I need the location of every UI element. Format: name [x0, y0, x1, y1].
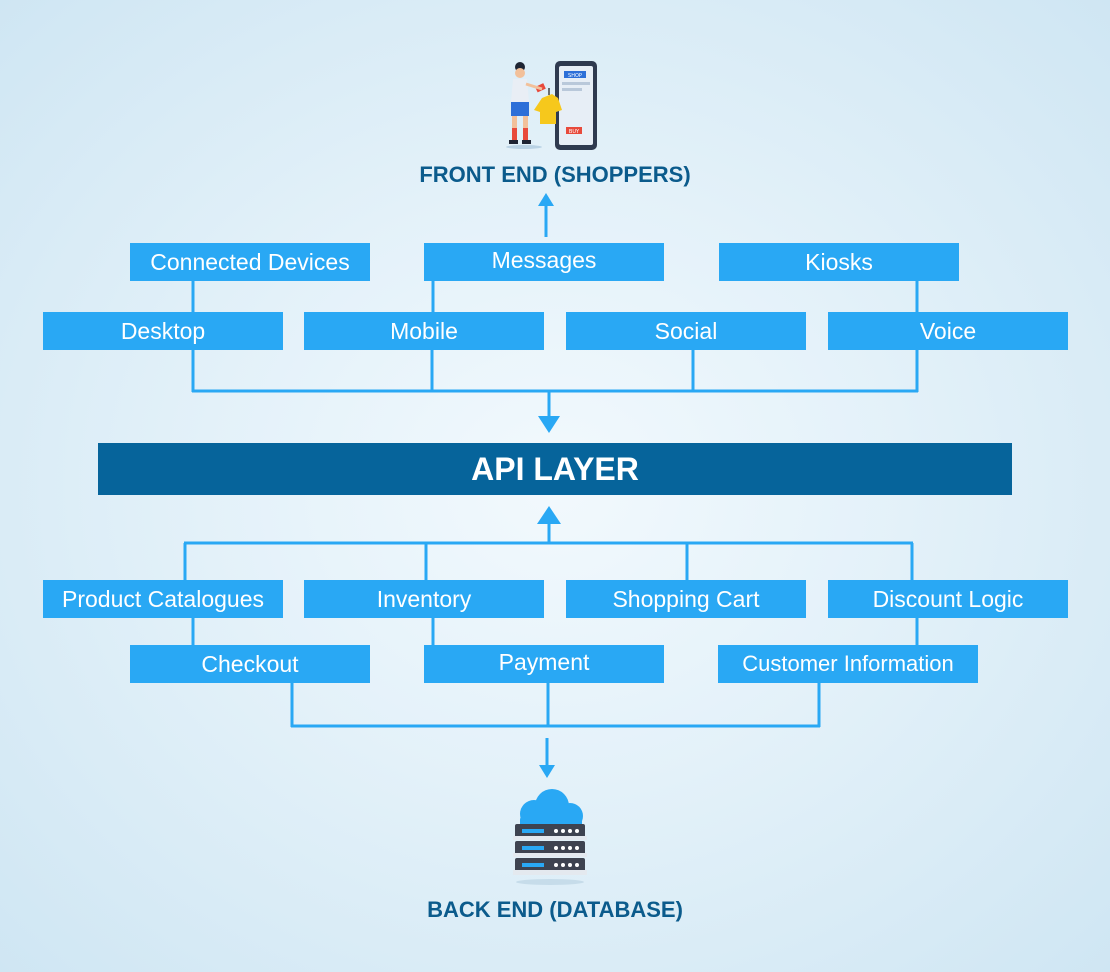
service-payment: Payment	[424, 645, 664, 683]
channel-voice: Voice	[828, 312, 1068, 350]
channel-connected-devices: Connected Devices	[130, 243, 370, 281]
service-customer-information: Customer Information	[718, 645, 978, 683]
channel-social: Social	[566, 312, 806, 350]
service-checkout: Checkout	[130, 645, 370, 683]
service-inventory: Inventory	[304, 580, 544, 618]
service-discount-logic: Discount Logic	[828, 580, 1068, 618]
channel-kiosks: Kiosks	[719, 243, 959, 281]
shopper-with-phone-illustration: SHOP BUY	[506, 61, 597, 150]
back-end-title: BACK END (DATABASE)	[427, 897, 683, 922]
cloud-database-server-icon	[513, 789, 587, 885]
channel-mobile: Mobile	[304, 312, 544, 350]
api-layer: API LAYER	[98, 443, 1012, 495]
channel-messages: Messages	[424, 243, 664, 281]
arrowhead-api-top	[538, 416, 560, 433]
arrowhead-back-end	[539, 765, 555, 778]
arrowhead-front-end	[538, 193, 554, 206]
arrowhead-api-bottom	[537, 506, 561, 524]
service-product-catalogues: Product Catalogues	[43, 580, 283, 618]
channel-desktop: Desktop	[43, 312, 283, 350]
phone-buy-label: BUY	[569, 129, 580, 135]
phone-shop-label: SHOP	[568, 73, 582, 79]
service-shopping-cart: Shopping Cart	[566, 580, 806, 618]
front-end-title: FRONT END (SHOPPERS)	[419, 162, 691, 187]
